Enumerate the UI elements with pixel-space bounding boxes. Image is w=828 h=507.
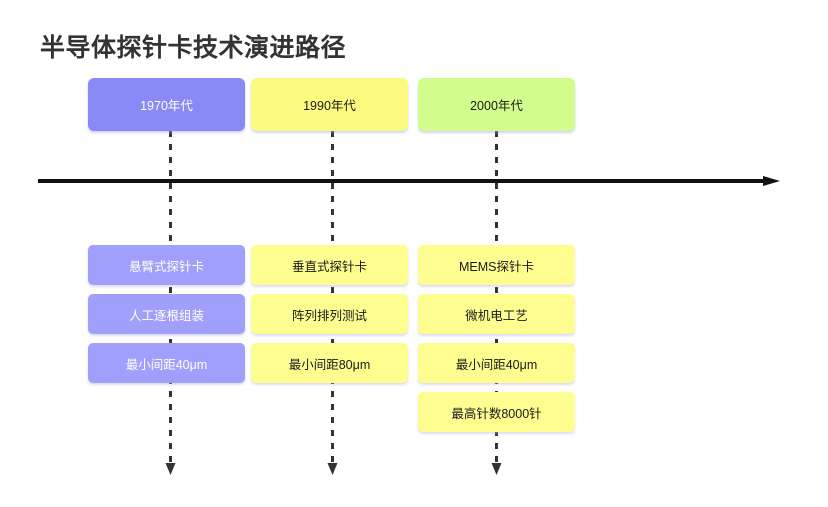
item-box[interactable]: 阵列排列测试	[251, 294, 408, 334]
item-box[interactable]: 最小间距40μm	[418, 343, 575, 383]
era-header-1990[interactable]: 1990年代	[251, 78, 408, 131]
era-header-2000[interactable]: 2000年代	[418, 78, 575, 131]
era-header-label: 1990年代	[303, 99, 356, 113]
item-label: 最小间距40μm	[125, 357, 208, 372]
item-box[interactable]: 最小间距40μm	[88, 343, 245, 383]
timeline-axis	[38, 173, 780, 186]
item-label: MEMS探针卡	[458, 259, 534, 274]
item-box[interactable]: 最小间距80μm	[251, 343, 408, 383]
item-label: 微机电工艺	[465, 308, 528, 323]
item-box[interactable]: MEMS探针卡	[418, 245, 575, 285]
item-box[interactable]: 微机电工艺	[418, 294, 575, 334]
page-title: 半导体探针卡技术演进路径	[40, 34, 347, 62]
item-label: 最小间距40μm	[455, 357, 538, 372]
era-header-1970[interactable]: 1970年代	[88, 78, 245, 131]
era-header-label: 1970年代	[140, 99, 193, 113]
item-label: 阵列排列测试	[291, 308, 367, 323]
item-label: 最小间距80μm	[288, 357, 371, 372]
item-box[interactable]: 垂直式探针卡	[251, 245, 408, 285]
item-box[interactable]: 最高针数8000针	[418, 392, 575, 432]
connector-line-1990	[327, 131, 337, 475]
item-box[interactable]: 人工逐根组装	[88, 294, 245, 334]
item-box[interactable]: 悬臂式探针卡	[88, 245, 245, 285]
item-label: 悬臂式探针卡	[128, 259, 204, 274]
connector-line-1970	[165, 131, 175, 475]
item-label: 最高针数8000针	[451, 406, 542, 421]
item-label: 垂直式探针卡	[291, 259, 367, 274]
era-header-label: 2000年代	[470, 99, 523, 113]
item-label: 人工逐根组装	[128, 308, 204, 323]
